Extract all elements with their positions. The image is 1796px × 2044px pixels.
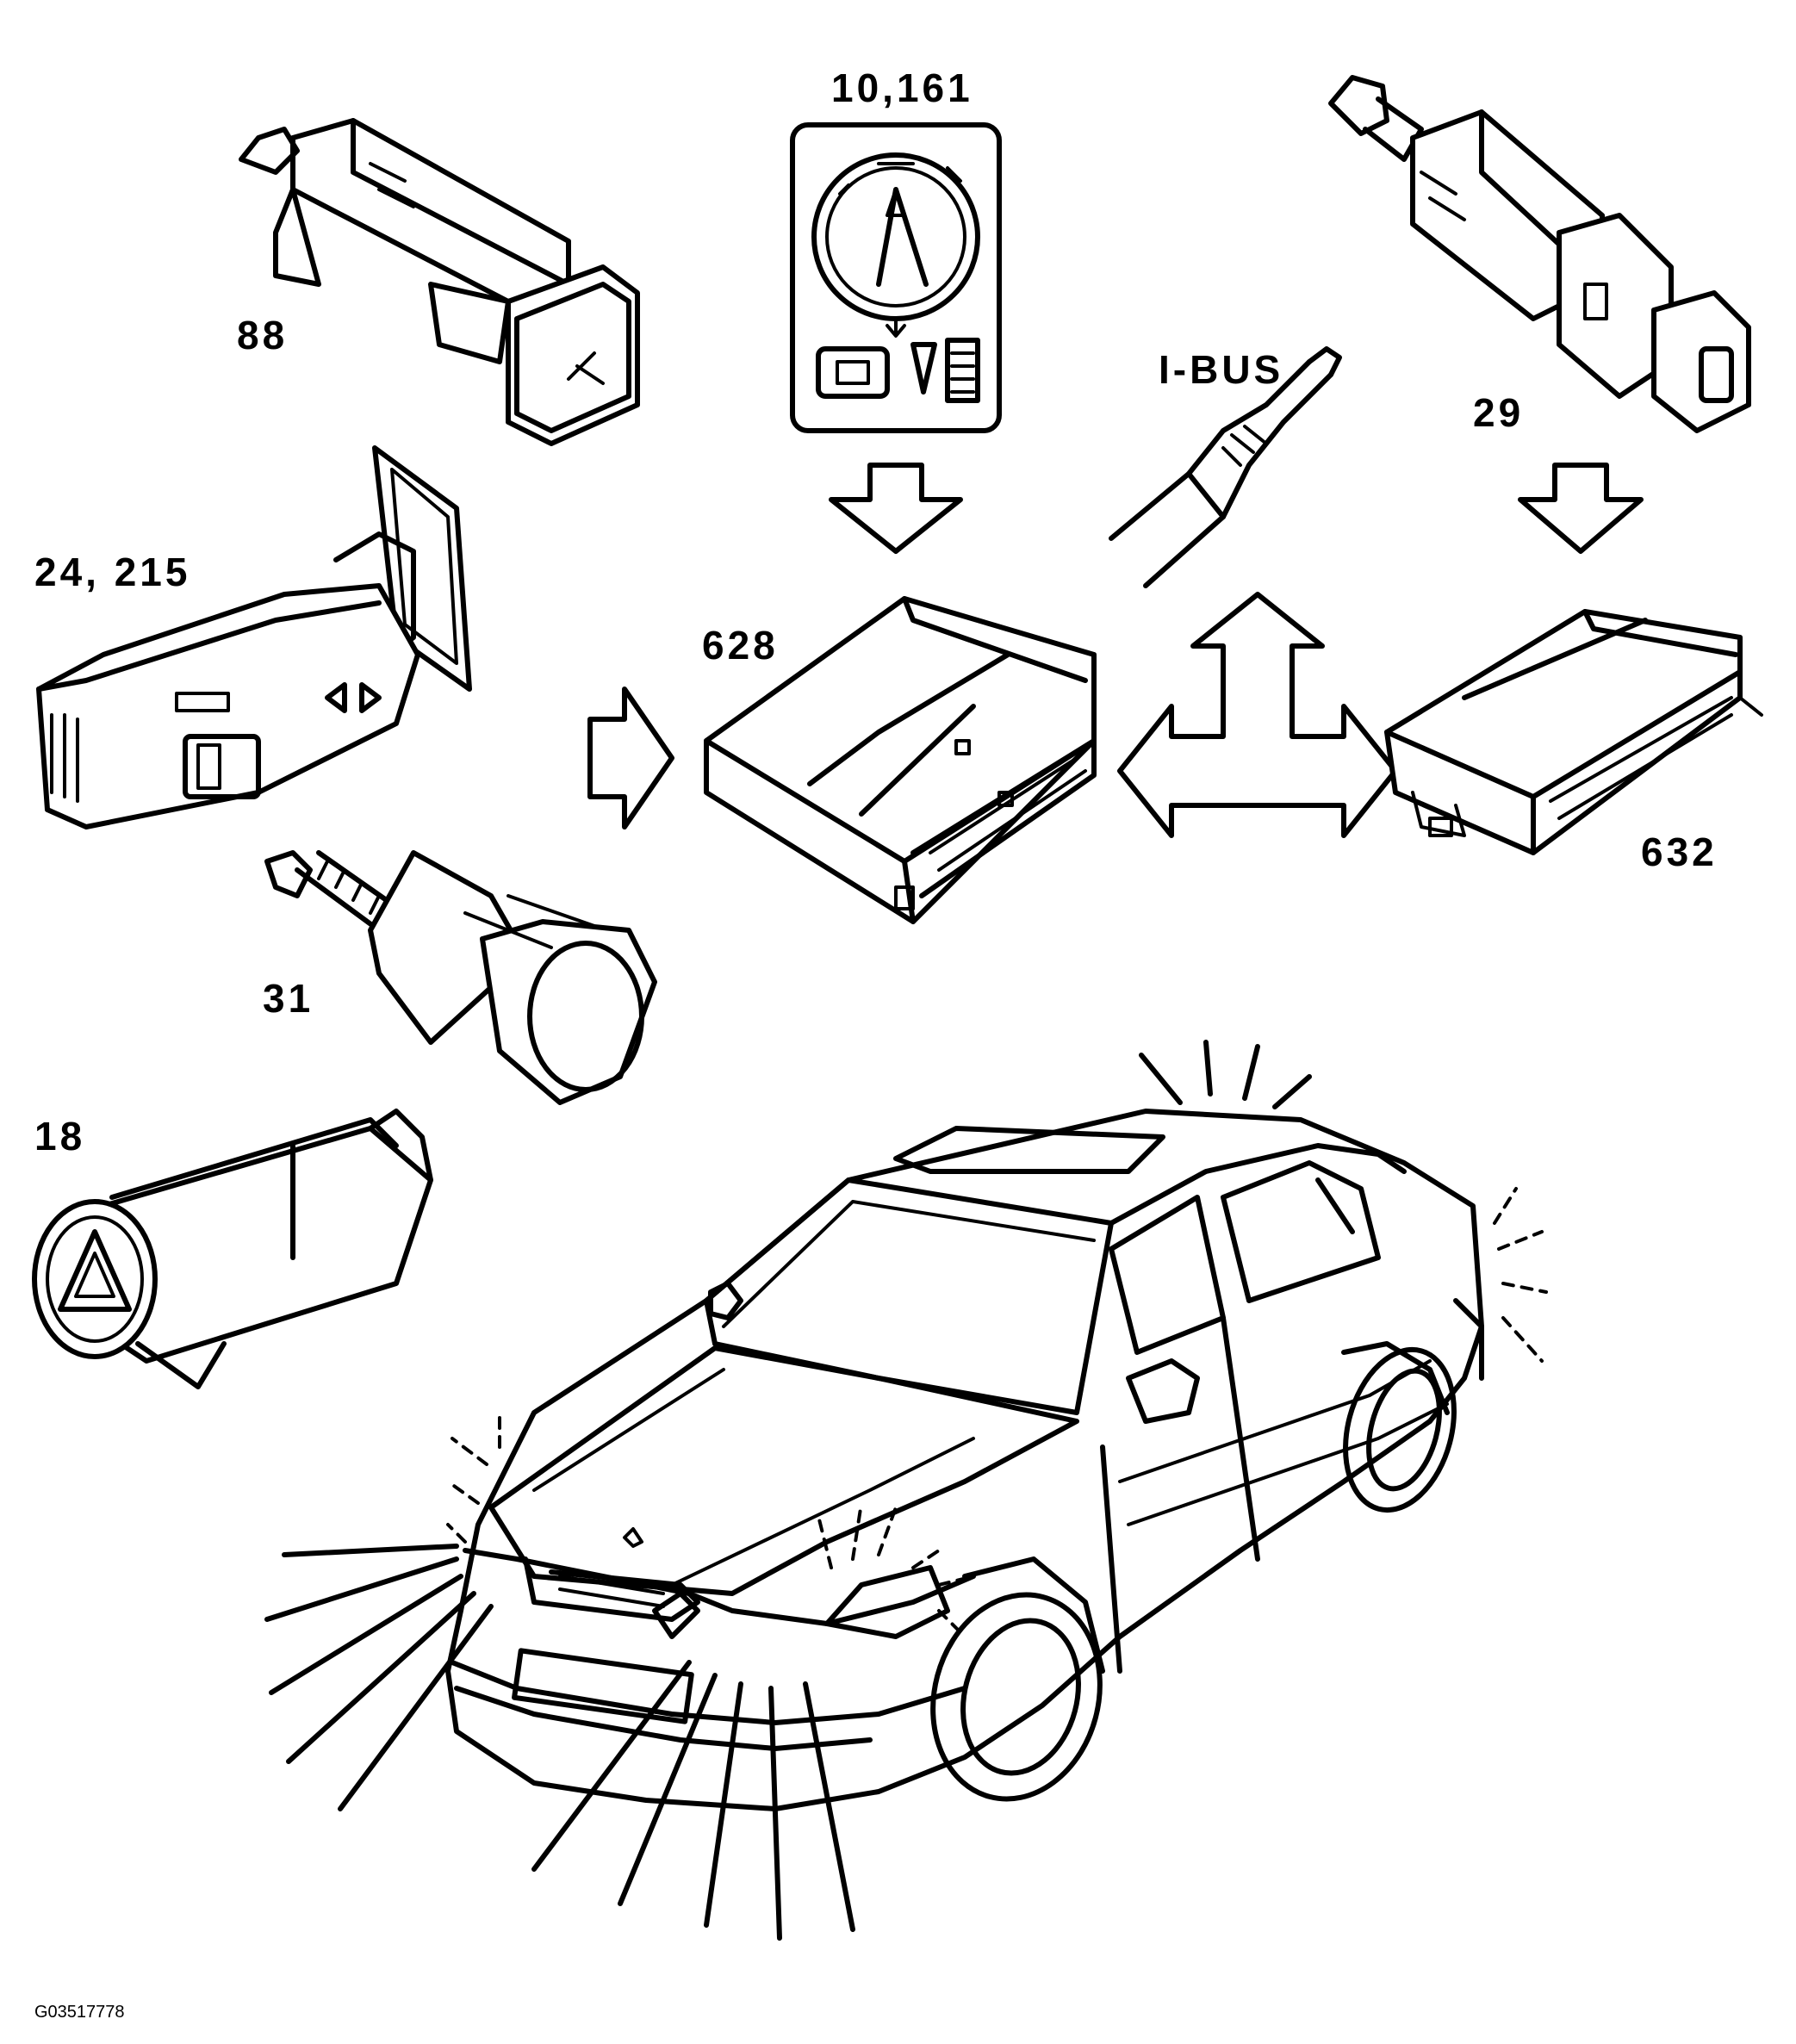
label-632: 632 <box>1641 829 1718 874</box>
arrow-down-brake <box>1518 463 1644 554</box>
turn-signal-stalk-24-215 <box>36 445 472 829</box>
arrow-right-stalk <box>587 687 674 829</box>
label-i-bus: I-BUS <box>1159 347 1283 392</box>
label-24-215: 24, 215 <box>34 550 190 594</box>
car-illustration <box>264 1040 1548 1941</box>
right-module-632 <box>1384 609 1763 855</box>
figure-code: G03517778 <box>34 2003 125 2022</box>
hazard-switch-18 <box>32 1109 433 1389</box>
label-628: 628 <box>702 623 779 668</box>
headlight-switch-10-161 <box>790 122 1002 433</box>
label-31: 31 <box>263 976 314 1021</box>
bidirectional-arrow <box>1117 592 1398 838</box>
label-10-161: 10,161 <box>831 65 973 110</box>
i-bus-cable <box>1109 346 1342 588</box>
brake-switch-29 <box>1328 75 1751 433</box>
arrow-down-dimmer <box>829 463 963 554</box>
reverse-switch-31 <box>264 850 657 1105</box>
foglight-switch-88 <box>239 118 640 446</box>
label-29: 29 <box>1473 390 1524 435</box>
central-module-628 <box>704 596 1097 924</box>
label-18: 18 <box>34 1114 85 1159</box>
label-88: 88 <box>237 313 288 357</box>
